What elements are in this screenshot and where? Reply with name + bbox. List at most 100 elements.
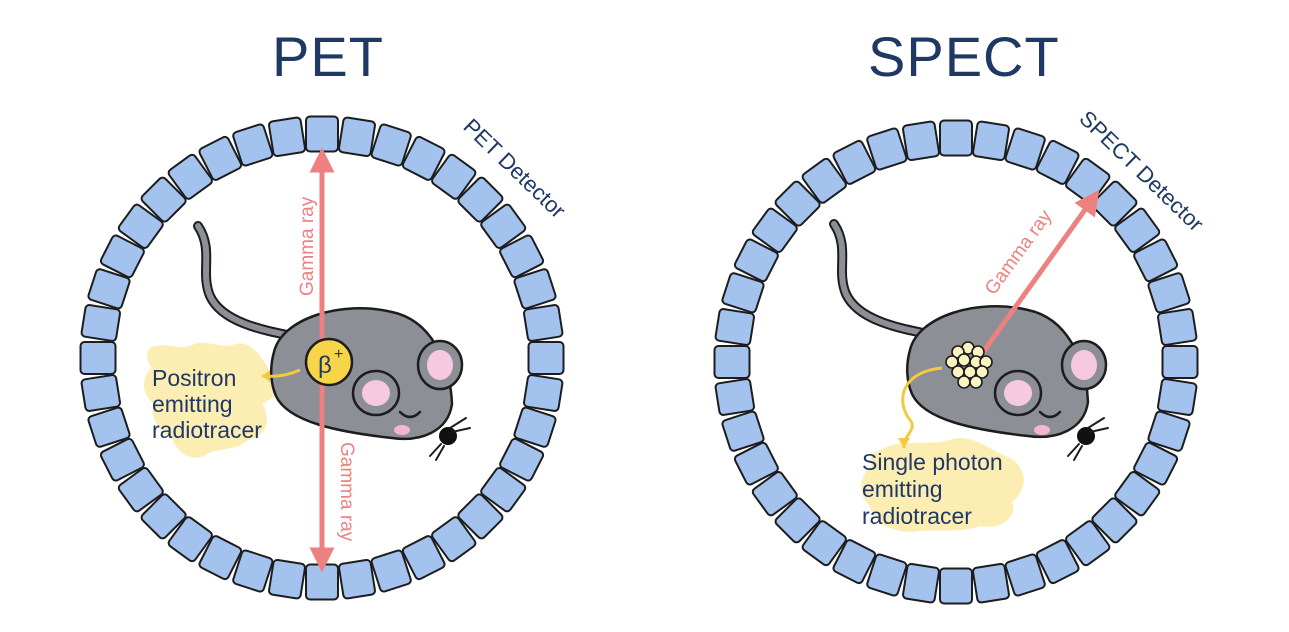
single-photon-cluster <box>945 341 993 389</box>
detector-tile <box>939 567 973 605</box>
svg-text:Positron: Positron <box>152 365 236 391</box>
detector-tile <box>972 120 1010 162</box>
spect-title: SPECT <box>868 25 1060 88</box>
spect-gamma-ray-arrow <box>973 189 1100 364</box>
detector-tile <box>499 234 545 279</box>
pet-tracer-label: Positron emitting radiotracer <box>152 365 262 443</box>
detector-tile <box>117 467 164 513</box>
detector-tile <box>527 341 565 375</box>
pet-detector-ring <box>79 115 565 601</box>
detector-tile <box>305 115 339 153</box>
detector-tile <box>1133 238 1179 283</box>
detector-tile <box>338 116 376 158</box>
detector-tile <box>522 374 564 412</box>
spect-panel: Single photon emitting radiotracer Gamma… <box>713 106 1209 605</box>
photon <box>957 375 971 389</box>
detector-tile <box>87 406 131 448</box>
detector-tile <box>972 562 1010 604</box>
mouse-body <box>906 305 1090 439</box>
detector-tile <box>1156 378 1198 416</box>
detector-tile <box>370 549 412 593</box>
mouse-tail <box>193 221 297 341</box>
detector-tile <box>457 493 504 540</box>
spect-gamma-ray-label: Gamma ray <box>981 206 1057 299</box>
pet-panel: β + Positron emitting radiotracer Gamma … <box>79 114 571 601</box>
detector-tile <box>774 180 821 227</box>
spect-tracer-glow <box>861 437 1024 532</box>
detector-tile <box>198 135 243 181</box>
detector-tile <box>513 268 557 310</box>
detector-tile <box>370 123 412 167</box>
detector-tile <box>1035 139 1080 185</box>
detector-tile <box>99 234 145 279</box>
spect-tracer-label: Single photon emitting radiotracer <box>862 449 1003 529</box>
detector-tile <box>268 558 306 600</box>
detector-tile <box>832 539 877 585</box>
svg-text:radiotracer: radiotracer <box>862 503 972 529</box>
mouse-tail <box>829 219 933 339</box>
pet-tracer-glow <box>144 342 279 458</box>
beta-charge: + <box>334 346 343 363</box>
detector-tile <box>1004 553 1046 597</box>
beta-plus-particle: β + <box>304 337 354 387</box>
detector-tile <box>733 238 779 283</box>
detector-tile <box>721 410 765 452</box>
detector-tile <box>801 157 847 204</box>
detector-tile <box>1114 207 1161 253</box>
detector-tile <box>513 406 557 448</box>
detector-tile <box>902 562 940 604</box>
detector-tile <box>714 308 756 346</box>
detector-tile <box>232 123 274 167</box>
mouse-cheek <box>394 425 410 435</box>
detector-tile <box>1091 180 1138 227</box>
mouse-eye <box>1038 410 1062 419</box>
svg-text:emitting: emitting <box>862 476 943 502</box>
mouse-nose <box>439 427 457 445</box>
detector-tile <box>866 127 908 171</box>
detector-tile <box>198 535 243 581</box>
spect-tracer-pointer <box>901 366 943 449</box>
detector-tile <box>401 535 446 581</box>
detector-tile <box>733 441 779 486</box>
detector-tile <box>1156 308 1198 346</box>
photon <box>957 353 971 367</box>
mouse-whiskers <box>1067 417 1109 461</box>
detector-tile <box>431 516 477 563</box>
detector-tile <box>1147 410 1191 452</box>
detector-tile <box>801 520 847 567</box>
detector-tile <box>1004 127 1046 171</box>
detector-tile <box>401 135 446 181</box>
detector-tile <box>431 153 477 200</box>
detector-tile <box>939 119 973 157</box>
detector-tile <box>480 203 527 249</box>
mouse-eye <box>398 410 422 419</box>
detector-tile <box>457 176 504 223</box>
detector-tile <box>268 116 306 158</box>
detector-tile <box>1114 471 1161 517</box>
detector-tile <box>1133 441 1179 486</box>
detector-tile <box>751 471 798 517</box>
detector-tile <box>832 139 877 185</box>
detector-tile <box>1161 345 1199 379</box>
detector-tile <box>117 203 164 249</box>
detector-tile <box>79 341 117 375</box>
detector-tile <box>140 176 187 223</box>
detector-tile <box>305 563 339 601</box>
detector-tile <box>714 378 756 416</box>
detector-tile <box>1065 520 1111 567</box>
mouse-cheek <box>1034 425 1050 435</box>
detector-tile <box>140 493 187 540</box>
pet-gamma-ray-label-bottom: Gamma ray <box>336 442 357 542</box>
mouse-nose <box>1077 427 1095 445</box>
detector-tile <box>80 374 122 412</box>
detector-tile <box>902 120 940 162</box>
detector-tile <box>1091 497 1138 544</box>
detector-tile <box>99 437 145 482</box>
detector-tile <box>866 553 908 597</box>
detector-tile <box>87 268 131 310</box>
detector-tile <box>232 549 274 593</box>
detector-tile <box>480 467 527 513</box>
pet-gamma-ray-label-top: Gamma ray <box>297 196 318 296</box>
photon <box>969 375 983 389</box>
